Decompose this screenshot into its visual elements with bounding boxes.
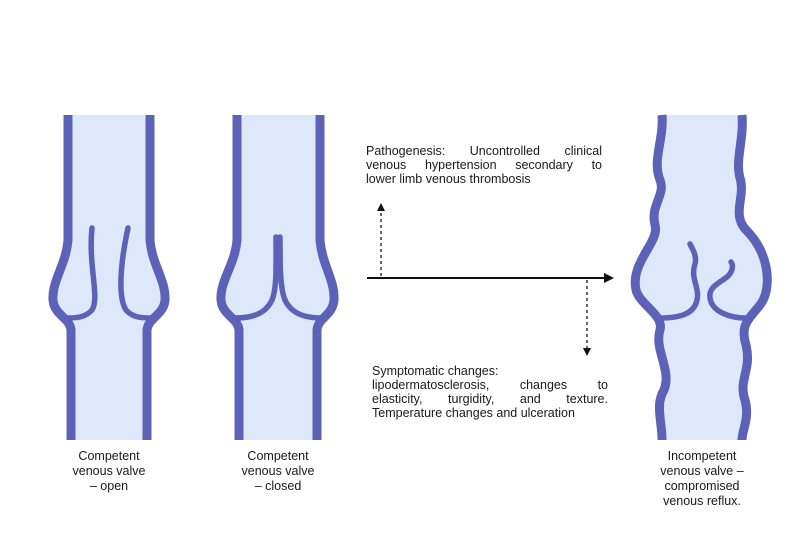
valve-leaflet-left bbox=[232, 234, 279, 321]
caption-line: Competent bbox=[78, 449, 140, 463]
pathogenesis-text: Pathogenesis: Uncontrolled clinical veno… bbox=[366, 144, 602, 186]
caption-closed: Competent venous valve – closed bbox=[208, 449, 348, 494]
valve-leaflet-right bbox=[707, 259, 749, 321]
vein-wall-right bbox=[312, 115, 339, 440]
symptoms-line: Symptomatic changes: bbox=[372, 364, 499, 378]
pathogenesis-line: lower limb venous thrombosis bbox=[366, 172, 531, 186]
vein-lumen bbox=[53, 115, 165, 440]
caption-incompetent: Incompetent venous valve – compromised v… bbox=[632, 449, 772, 509]
vein-wall-left bbox=[216, 115, 244, 440]
caption-line: – closed bbox=[254, 479, 302, 493]
symptoms-text: Symptomatic changes: lipodermatosclerosi… bbox=[372, 364, 608, 420]
caption-line: venous reflux. bbox=[663, 494, 741, 508]
vein-wall-right bbox=[142, 115, 170, 440]
symptoms-line: Temperature changes and ulceration bbox=[372, 406, 575, 420]
caption-line: Incompetent bbox=[667, 449, 737, 463]
valve-leaflet-left bbox=[657, 241, 701, 321]
vein-incompetent bbox=[630, 114, 772, 441]
vein-wall-left bbox=[48, 115, 76, 440]
valve-leaflet-right bbox=[277, 234, 325, 321]
valve-leaflet-right bbox=[118, 225, 155, 321]
caption-line: compromised bbox=[664, 479, 740, 493]
vein-closed bbox=[216, 115, 339, 440]
pathogenesis-line: Pathogenesis: Uncontrolled clinical bbox=[366, 144, 602, 158]
vein-wall-left bbox=[630, 114, 671, 441]
caption-line: – open bbox=[89, 479, 129, 493]
valve-leaflet-left bbox=[63, 225, 98, 321]
symptoms-line: lipodermatosclerosis, changes to bbox=[372, 378, 608, 392]
caption-line: venous valve bbox=[72, 464, 146, 478]
symptoms-line: elasticity, turgidity, and texture. bbox=[372, 392, 608, 406]
vein-open bbox=[48, 115, 170, 440]
vein-lumen bbox=[635, 115, 768, 440]
caption-line: venous valve bbox=[241, 464, 315, 478]
vein-wall-right bbox=[733, 114, 772, 441]
caption-line: Competent bbox=[247, 449, 309, 463]
pathogenesis-line: venous hypertension secondary to bbox=[366, 158, 602, 172]
caption-line: venous valve – bbox=[660, 464, 744, 478]
caption-open: Competent venous valve – open bbox=[39, 449, 179, 494]
